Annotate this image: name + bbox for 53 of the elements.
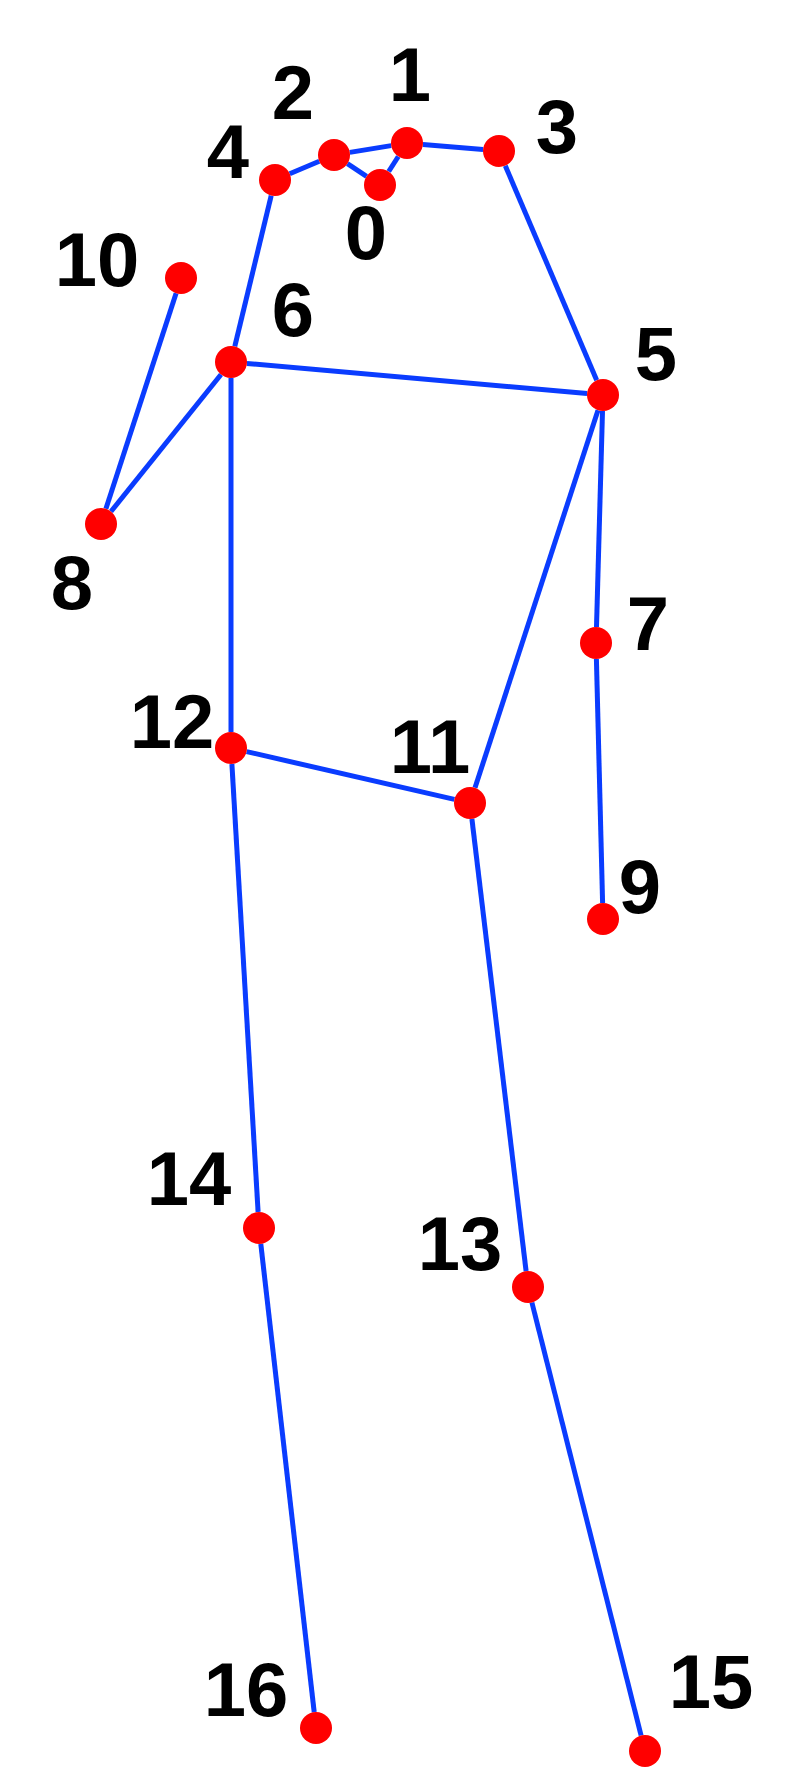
keypoint-dot <box>318 139 350 171</box>
limb-line <box>503 164 599 382</box>
keypoint-dot <box>587 903 619 935</box>
limb-line <box>593 658 606 904</box>
limb-line <box>258 1243 317 1713</box>
keypoint-dot <box>165 262 197 294</box>
limb-line <box>232 195 274 347</box>
keypoint-dot <box>85 508 117 540</box>
keypoint-dot <box>629 1735 661 1767</box>
keypoint-dot <box>483 135 515 167</box>
limb-line <box>469 818 529 1272</box>
limb-line <box>349 143 392 155</box>
keypoint-number: 4 <box>206 114 250 190</box>
keypoint-number: 16 <box>203 1652 289 1728</box>
keypoint-number: 6 <box>271 272 315 348</box>
keypoint-dot <box>391 127 423 159</box>
limb-line <box>386 155 401 173</box>
limb-line <box>103 292 179 510</box>
limb-line <box>529 1301 644 1737</box>
limb-line <box>594 410 605 628</box>
keypoint-dot <box>300 1712 332 1744</box>
keypoint-number: 14 <box>146 1141 232 1217</box>
keypoint-dot <box>215 346 247 378</box>
keypoint-number: 11 <box>389 709 471 785</box>
keypoint-number: 3 <box>535 89 579 165</box>
keypoint-number: 1 <box>388 37 432 113</box>
limb-line <box>109 372 223 514</box>
keypoint-dot <box>587 379 619 411</box>
keypoint-number: 2 <box>271 55 315 131</box>
limb-line <box>346 161 368 179</box>
keypoint-number: 0 <box>344 195 388 271</box>
limb-line <box>246 749 455 802</box>
keypoint-dot <box>215 732 247 764</box>
keypoint-number: 5 <box>634 316 678 392</box>
limb-line <box>422 141 484 153</box>
keypoint-number: 7 <box>626 586 670 662</box>
limb-line <box>228 378 234 732</box>
limb-line <box>246 360 588 397</box>
keypoint-dot <box>512 1271 544 1303</box>
keypoint-dot <box>580 627 612 659</box>
limb-line <box>472 409 601 789</box>
keypoint-number: 13 <box>417 1206 503 1282</box>
limb-line <box>229 763 261 1213</box>
keypoint-dot <box>364 169 396 201</box>
keypoint-number: 12 <box>129 684 215 760</box>
keypoint-dot <box>259 164 291 196</box>
keypoint-number: 10 <box>54 222 140 298</box>
keypoint-number: 8 <box>50 545 94 621</box>
limb-line <box>288 158 321 177</box>
keypoint-number: 15 <box>668 1644 754 1720</box>
keypoint-dot <box>454 787 486 819</box>
keypoint-dot <box>243 1212 275 1244</box>
keypoint-number: 9 <box>618 849 662 925</box>
